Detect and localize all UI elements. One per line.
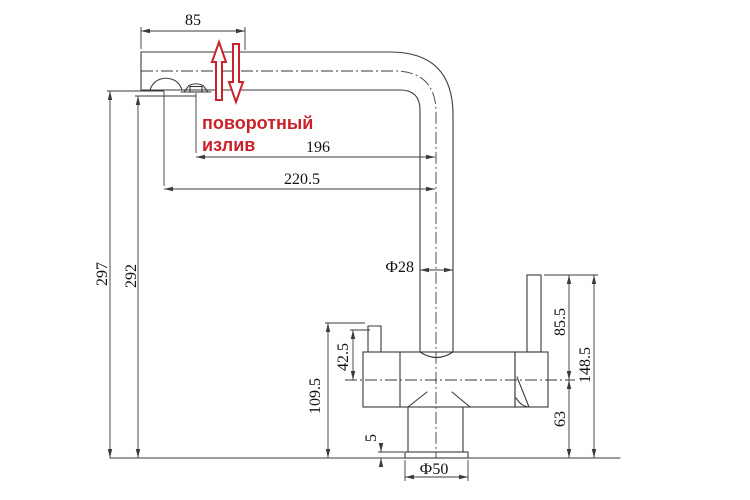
swivel-indicator: поворотный излив bbox=[202, 38, 313, 155]
dim-292-label: 292 bbox=[123, 264, 140, 288]
dim-85-5-label: 85.5 bbox=[552, 308, 569, 336]
faucet-outline bbox=[109, 51, 621, 459]
dim-109-5-arrow-bottom bbox=[325, 449, 331, 458]
dim-85-5-arrow-bottom bbox=[566, 371, 572, 380]
aerator-outlet bbox=[183, 83, 209, 93]
aerator-dome bbox=[149, 77, 183, 91]
dim-196-arrow-left bbox=[196, 154, 205, 160]
dim-297-label: 297 bbox=[94, 262, 111, 286]
dim-5-arrow-up bbox=[378, 458, 384, 467]
spout-centerline bbox=[141, 70, 437, 458]
dim-63-label: 63 bbox=[552, 411, 569, 427]
spout-outer-edge bbox=[140, 51, 454, 353]
dim-dia28-label: Ф28 bbox=[385, 259, 414, 276]
pipe-body-fillet bbox=[419, 351, 454, 359]
dim-63-arrow-top bbox=[566, 380, 572, 389]
dim-85-5-arrow-top bbox=[566, 275, 572, 284]
dim-196: 196 bbox=[195, 93, 435, 160]
dim-292-arrow-bottom bbox=[135, 449, 141, 458]
dim-dia50: Ф50 bbox=[404, 460, 469, 481]
dim-109-5-arrow-top bbox=[325, 323, 331, 332]
handle-lever bbox=[526, 274, 542, 353]
swivel-caption-line1: поворотный bbox=[202, 113, 313, 133]
dim-292-arrow-top bbox=[135, 96, 141, 105]
dim-297-arrow-top bbox=[107, 91, 113, 100]
handle-base-edge bbox=[516, 376, 530, 408]
dim-148-5-arrow-bottom bbox=[591, 449, 597, 458]
dim-63-arrow-bottom bbox=[566, 449, 572, 458]
dim-dia50-arrow-right bbox=[459, 474, 468, 480]
dim-297: 297 bbox=[94, 90, 164, 458]
faucet-body bbox=[362, 351, 516, 408]
dim-220-5-arrow-right bbox=[426, 186, 435, 192]
neck-cone-right-edge bbox=[451, 391, 471, 408]
aerator-outlet-insert bbox=[189, 85, 203, 93]
swivel-up-arrow-icon bbox=[210, 38, 228, 101]
dim-196-label: 196 bbox=[306, 139, 330, 156]
neck-cone-left-edge bbox=[407, 391, 428, 408]
dim-220-5-arrow-left bbox=[164, 186, 173, 192]
dim-109-5-label: 109.5 bbox=[307, 378, 324, 414]
dim-109-5: 109.5 bbox=[307, 322, 365, 458]
diverter-knob bbox=[367, 325, 382, 353]
dim-220-5: 220.5 bbox=[163, 91, 435, 192]
dim-5: 5 bbox=[363, 434, 404, 467]
swivel-down-arrow-icon bbox=[227, 43, 245, 106]
dim-196-arrow-right bbox=[426, 154, 435, 160]
dim-85-5-and-63: 85.5 63 bbox=[544, 274, 598, 458]
dim-292: 292 bbox=[123, 95, 196, 458]
dim-5-arrow-down bbox=[378, 443, 384, 452]
dim-148-5-arrow-top bbox=[591, 275, 597, 284]
swivel-caption-line2: излив bbox=[202, 135, 255, 155]
dim-dia28: Ф28 bbox=[385, 259, 453, 276]
handle-base-arc bbox=[515, 397, 529, 408]
dim-85-arrow-left bbox=[141, 28, 150, 34]
dim-220-5-label: 220.5 bbox=[284, 171, 320, 188]
dim-85-label: 85 bbox=[185, 12, 201, 29]
dim-85-arrow-right bbox=[236, 28, 245, 34]
dim-148-5-label: 148.5 bbox=[577, 347, 594, 383]
dim-297-arrow-bottom bbox=[107, 449, 113, 458]
dim-85: 85 bbox=[140, 12, 246, 50]
dim-dia50-label: Ф50 bbox=[420, 461, 449, 478]
dim-dia28-arrow-left bbox=[420, 267, 429, 273]
dim-42-5: 42.5 bbox=[335, 329, 370, 380]
base-flange bbox=[404, 451, 469, 459]
dim-5-label: 5 bbox=[363, 434, 380, 442]
dim-42-5-arrow-top bbox=[350, 330, 356, 339]
spout-inner-edge bbox=[140, 89, 421, 353]
dim-148-5: 148.5 bbox=[577, 275, 597, 458]
dim-42-5-label: 42.5 bbox=[335, 343, 352, 371]
dim-dia50-arrow-left bbox=[405, 474, 414, 480]
dim-42-5-arrow-bottom bbox=[350, 371, 356, 380]
dim-dia28-arrow-right bbox=[444, 267, 453, 273]
handle-base bbox=[514, 351, 549, 408]
